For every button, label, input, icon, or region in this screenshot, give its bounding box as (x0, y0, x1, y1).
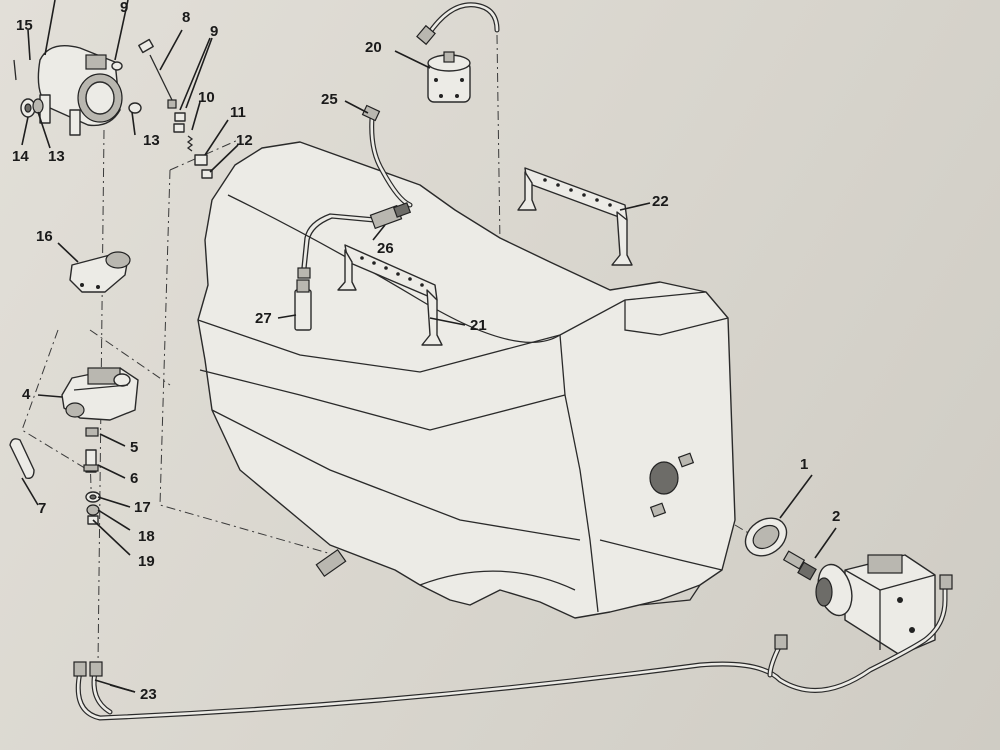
callout-18: 18 (138, 528, 155, 545)
callout-6: 6 (130, 470, 139, 487)
bracket-16 (69, 251, 131, 293)
valve-body-top-left (13, 45, 142, 136)
fuel-hose-top (416, 2, 500, 46)
callout-26: 26 (377, 240, 394, 257)
drain-plug (315, 548, 347, 578)
fuel-tank (197, 141, 736, 619)
tank-bracket-22 (517, 167, 633, 266)
valve-assembly-4 (61, 367, 139, 421)
callout-9-a: 9 (210, 23, 219, 40)
callout-8: 8 (182, 9, 191, 26)
leader-lines (21, 0, 837, 693)
filter-20 (427, 51, 471, 103)
small-parts-lower-left (9, 427, 101, 525)
callout-1: 1 (800, 456, 809, 473)
callout-20: 20 (365, 39, 382, 56)
tank-opening (649, 461, 679, 495)
callout-25: 25 (321, 91, 338, 108)
callout-12: 12 (236, 132, 253, 149)
callout-5: 5 (130, 439, 139, 456)
tank-bracket-21 (337, 244, 443, 346)
callout-19: 19 (138, 553, 155, 570)
fuel-hose-bottom (73, 574, 953, 721)
sender-assembly (744, 517, 936, 656)
callout-16: 16 (36, 228, 53, 245)
callout-27: 27 (255, 310, 272, 327)
fuel-line-25 (361, 104, 413, 208)
small-parts-8-12 (138, 38, 213, 179)
fuel-line-26-27 (294, 202, 412, 331)
callout-23: 23 (140, 686, 157, 703)
callout-7: 7 (38, 500, 47, 517)
callout-22: 22 (652, 193, 669, 210)
callout-13-a: 13 (143, 132, 160, 149)
callout-14: 14 (12, 148, 29, 165)
callout-17: 17 (134, 499, 151, 516)
callout-15: 15 (16, 17, 33, 34)
callout-4: 4 (22, 386, 31, 403)
callout-21: 21 (470, 317, 487, 334)
callout-11: 11 (230, 104, 246, 121)
callout-9-b: 9 (120, 0, 129, 16)
callout-10: 10 (198, 89, 215, 106)
callout-2: 2 (832, 508, 841, 525)
callout-13-b: 13 (48, 148, 65, 165)
